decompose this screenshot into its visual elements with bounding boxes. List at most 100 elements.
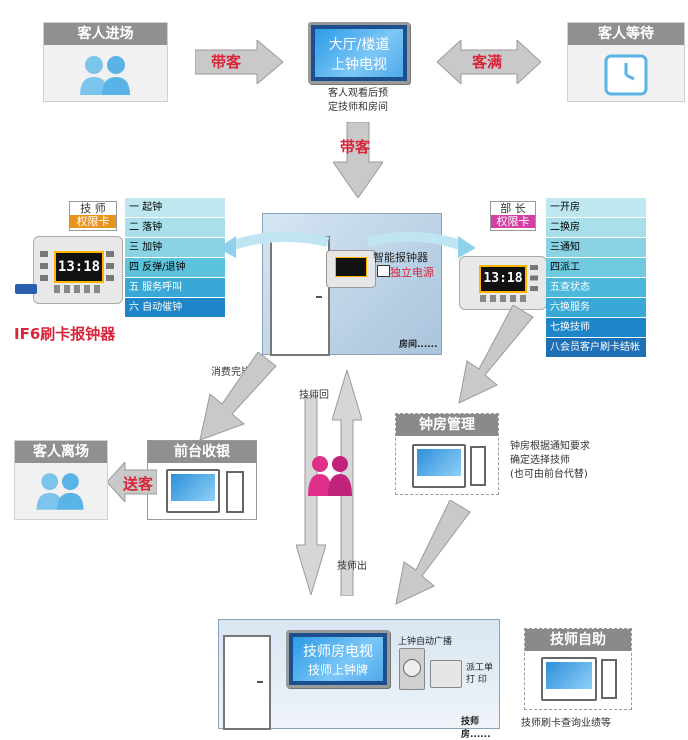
power-label: 独立电源 xyxy=(390,266,434,279)
tech-room-label: 技师房...... xyxy=(461,717,491,740)
manager-card-line1: 部 长 xyxy=(491,202,535,215)
left-device-buttons-right xyxy=(106,251,114,281)
reception-tower xyxy=(226,471,244,513)
tech-return-label: 技师回 xyxy=(299,390,329,401)
reception-title: 前台收银 xyxy=(148,441,256,463)
manager-to-bellroom-arrow xyxy=(458,305,534,404)
room-door xyxy=(270,236,330,356)
send-guest-arrow xyxy=(107,462,157,502)
broadcast-label: 上钟自动广播 xyxy=(398,637,453,647)
full-label: 客满 xyxy=(472,53,503,71)
bell-room-tower xyxy=(470,446,486,486)
guest-enter-box: 客人进场 xyxy=(43,22,168,102)
right-item-3: 三通知 xyxy=(546,238,646,258)
tech-card-line1: 技 师 xyxy=(70,202,116,215)
speaker-icon xyxy=(399,648,425,690)
bring-guest-arrow xyxy=(195,40,284,84)
self-service-tower xyxy=(601,659,617,699)
dispatch-line2: 打 印 xyxy=(466,675,487,685)
guests-leave-icon xyxy=(36,473,84,510)
tech-self-service-box: 技师自助 xyxy=(524,628,632,710)
left-item-3: 三 加钟 xyxy=(125,238,225,258)
right-device-buttons xyxy=(530,265,538,291)
guest-enter-title: 客人进场 xyxy=(44,23,167,45)
bell-room-description: 钟房根据通知要求 确定选择技师 (也可由前台代替) xyxy=(510,440,590,482)
left-card-reader-tab xyxy=(15,284,37,294)
tech-room-tv: 技师房电视 技师上钟牌 xyxy=(286,630,390,688)
room-label: 房间...... xyxy=(399,340,438,350)
self-service-monitor xyxy=(541,657,597,701)
room-door-handle xyxy=(316,296,322,298)
lobby-caption: 客人观看后预 定技师和房间 xyxy=(310,87,406,115)
bell-room-box: 钟房管理 xyxy=(395,413,499,495)
left-function-list: 一 起钟 二 落钟 三 加钟 四 反弹/退钟 五 服务呼叫 六 自动催钟 xyxy=(125,198,225,318)
bell-desc-line3: (也可由前台代替) xyxy=(510,469,588,480)
lobby-tv: 大厅/楼道 上钟电视 xyxy=(308,22,410,84)
lobby-tv-line1: 大厅/楼道 xyxy=(328,37,390,53)
reception-monitor xyxy=(166,469,220,513)
right-device-display: 13:18 xyxy=(479,265,527,293)
power-icon xyxy=(377,265,390,277)
guest-leave-title: 客人离场 xyxy=(15,441,107,463)
right-item-6: 六换服务 xyxy=(546,298,646,318)
room-bell-device xyxy=(326,250,376,288)
tech-room-door xyxy=(223,635,271,730)
printer-icon xyxy=(430,660,462,688)
right-function-list: 一开房 二换房 三通知 四派工 五查状态 六换服务 七换技师 八会员客户刷卡结帐 xyxy=(546,198,646,358)
bell-desc-line1: 钟房根据通知要求 xyxy=(510,441,590,452)
tech-out-label: 技师出 xyxy=(337,561,367,572)
tech-room-door-handle xyxy=(257,681,263,683)
speaker-cone xyxy=(403,659,421,677)
dispatch-label: 派工单 打 印 xyxy=(466,662,493,686)
left-device-keypad xyxy=(54,285,102,293)
lobby-tv-line2: 上钟电视 xyxy=(331,57,387,73)
tech-tv-line1: 技师房电视 xyxy=(303,644,373,660)
bring-guest-label: 带客 xyxy=(211,53,242,71)
bell-room-monitor xyxy=(412,444,466,488)
bell-desc-line2: 确定选择技师 xyxy=(510,455,570,466)
guest-wait-title: 客人等待 xyxy=(568,23,684,45)
guest-leave-box: 客人离场 xyxy=(14,440,108,520)
left-item-1: 一 起钟 xyxy=(125,198,225,218)
left-item-2: 二 落钟 xyxy=(125,218,225,238)
right-item-4: 四派工 xyxy=(546,258,646,278)
guests-icon xyxy=(80,56,130,95)
consume-arrow xyxy=(199,352,277,441)
bellroom-to-techroom-arrow xyxy=(395,500,471,605)
reception-box: 前台收银 xyxy=(147,440,257,520)
right-item-5: 五查状态 xyxy=(546,278,646,298)
full-arrow xyxy=(437,40,541,84)
left-device-buttons-left xyxy=(40,251,48,281)
clock-icon xyxy=(604,54,648,96)
right-device-keypad xyxy=(480,295,526,302)
lobby-caption-line2: 定技师和房间 xyxy=(328,102,388,113)
left-item-5: 五 服务呼叫 xyxy=(125,278,225,298)
room-device-label: 智能报钟器 xyxy=(373,251,428,264)
send-guest-label: 送客 xyxy=(123,475,154,493)
left-item-6: 六 自动催钟 xyxy=(125,298,225,318)
down-arrow-top xyxy=(333,122,383,198)
tech-permission-card: 技 师 权限卡 xyxy=(69,201,117,231)
self-service-caption: 技师刷卡查询业绩等 xyxy=(521,718,611,729)
left-device-display: 13:18 xyxy=(54,251,104,283)
down-bring-label: 带客 xyxy=(340,138,371,156)
room-device-display xyxy=(335,257,367,277)
manager-permission-card: 部 长 权限卡 xyxy=(490,201,536,231)
left-bell-device: 13:18 xyxy=(33,236,123,304)
right-item-7: 七换技师 xyxy=(546,318,646,338)
dispatch-line1: 派工单 xyxy=(466,663,494,673)
left-item-4: 四 反弹/退钟 xyxy=(125,258,225,278)
room-signal-arrows xyxy=(218,231,476,258)
consume-done-label: 消费完毕 xyxy=(211,367,251,378)
bell-room-title: 钟房管理 xyxy=(396,414,498,436)
tech-self-service-title: 技师自助 xyxy=(525,629,631,651)
right-item-8: 八会员客户刷卡结帐 xyxy=(546,338,646,358)
tech-card-line2: 权限卡 xyxy=(70,215,116,228)
lobby-caption-line1: 客人观看后预 xyxy=(328,88,388,99)
guest-wait-box: 客人等待 xyxy=(567,22,685,102)
if6-device-name: IF6刷卡报钟器 xyxy=(14,325,116,343)
lobby-tv-screen: 大厅/楼道 上钟电视 xyxy=(315,29,403,77)
right-item-2: 二换房 xyxy=(546,218,646,238)
technicians-icon xyxy=(308,456,352,496)
right-item-1: 一开房 xyxy=(546,198,646,218)
